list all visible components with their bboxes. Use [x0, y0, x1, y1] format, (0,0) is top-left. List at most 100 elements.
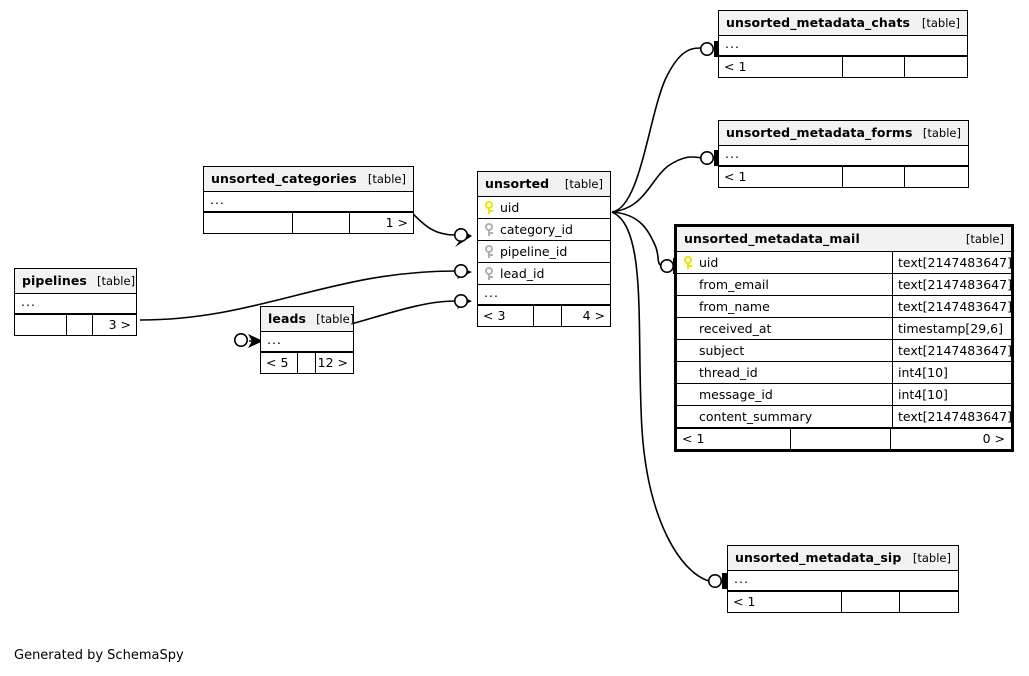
table-tag: [table] [96, 274, 136, 288]
table-footer-unsorted: < 3 4 > [478, 305, 610, 326]
table-header-unsorted-metadata-mail: unsorted_metadata_mail [table] [677, 227, 1011, 252]
columns-ellipsis: ... [734, 571, 749, 586]
table-unsorted[interactable]: unsorted [table] uid category_id pipelin… [477, 171, 611, 327]
column-cell: subject [677, 340, 892, 361]
table-tag: [table] [965, 232, 1004, 246]
column-cell: thread_id [677, 362, 892, 383]
table-row: ... [719, 36, 967, 56]
table-tag: [table] [912, 551, 951, 565]
table-title: unsorted_metadata_sip [735, 550, 902, 565]
table-row: subject text[2147483647] [677, 340, 1012, 362]
table-unsorted-metadata-mail[interactable]: unsorted_metadata_mail [table] uid text[… [674, 224, 1014, 452]
column-cell: content_summary [677, 406, 892, 427]
columns-ellipsis: ... [267, 332, 282, 347]
footer-mid [842, 57, 904, 77]
table-unsorted-metadata-chats[interactable]: unsorted_metadata_chats [table] ... < 1 [718, 10, 968, 78]
foreign-key-icon [484, 223, 494, 236]
column-cell: uid [478, 197, 610, 218]
footer-child-count [899, 592, 958, 612]
column-name: lead_id [500, 266, 545, 281]
column-name: from_name [699, 299, 770, 314]
footer-mid [533, 306, 561, 326]
footer-child-count: 3 > [91, 315, 136, 335]
column-type: text[2147483647] [892, 340, 1012, 361]
foreign-key-icon [484, 245, 494, 258]
footer-parent-count: < 1 [724, 59, 747, 74]
table-row: category_id [478, 219, 610, 241]
crowsfoot-pipelines [457, 266, 472, 279]
table-header-unsorted-metadata-chats: unsorted_metadata_chats [table] [719, 11, 967, 36]
table-row: uid [478, 197, 610, 219]
column-name: received_at [699, 321, 772, 336]
edge-unsorted-categories [410, 211, 456, 236]
edge-unsorted-mail [611, 211, 663, 267]
zero-marker-categories [453, 228, 468, 243]
table-footer-pipelines: 3 > [15, 314, 136, 335]
table-row: pipeline_id [478, 241, 610, 263]
columns-ellipsis: ... [725, 146, 740, 161]
edge-unsorted-forms [611, 156, 703, 213]
table-row: received_at timestamp[29,6] [677, 318, 1011, 340]
table-row: thread_id int4[10] [677, 362, 1011, 384]
column-type: timestamp[29,6] [892, 318, 1011, 339]
table-unsorted-metadata-sip[interactable]: unsorted_metadata_sip [table] ... < 1 [727, 545, 959, 613]
columns-ellipsis: ... [21, 294, 36, 309]
table-title: unsorted_metadata_forms [726, 125, 913, 140]
column-cell: lead_id [478, 263, 610, 284]
table-title: unsorted_metadata_chats [726, 15, 911, 30]
table-title: unsorted [485, 176, 550, 191]
table-row: message_id int4[10] [677, 384, 1011, 406]
table-pipelines[interactable]: pipelines [table] ... 3 > [14, 268, 137, 336]
column-cell: message_id [677, 384, 892, 405]
footer-mid [841, 592, 899, 612]
column-name: uid [500, 200, 520, 215]
column-cell: received_at [677, 318, 892, 339]
column-type: text[2147483647] [892, 274, 1012, 295]
footer-child-count [904, 57, 967, 77]
table-header-unsorted: unsorted [table] [478, 172, 610, 197]
column-cell: uid [677, 252, 892, 273]
table-row: uid text[2147483647] [677, 252, 1012, 274]
footer-child-count: 4 > [561, 306, 610, 326]
table-title: unsorted_metadata_mail [684, 231, 860, 246]
table-unsorted-metadata-forms[interactable]: unsorted_metadata_forms [table] ... < 1 [718, 120, 969, 188]
table-unsorted-categories[interactable]: unsorted_categories [table] ... 1 > [203, 166, 414, 234]
footer-child-count: 12 > [315, 353, 353, 373]
column-cell: pipeline_id [478, 241, 610, 262]
column-name: message_id [699, 387, 773, 402]
table-leads[interactable]: leads [table] ... < 5 12 > [260, 306, 354, 374]
table-footer-unsorted-categories: 1 > [204, 212, 413, 233]
crowsfoot-categories [455, 228, 472, 247]
table-row: ... [204, 192, 413, 212]
footer-parent-count [204, 213, 292, 233]
table-header-unsorted-metadata-forms: unsorted_metadata_forms [table] [719, 121, 968, 146]
columns-ellipsis: ... [725, 36, 740, 51]
primary-key-icon [484, 201, 494, 214]
footer-parent-count [15, 315, 66, 335]
table-row: content_summary text[2147483647] [677, 406, 1012, 428]
footer-parent-count: < 1 [733, 594, 756, 609]
table-tag: [table] [564, 177, 603, 191]
table-row: ... [478, 285, 610, 305]
zero-marker-sip [707, 573, 722, 588]
table-tag: [table] [922, 126, 961, 140]
footer-parent-count: < 1 [682, 431, 705, 446]
crowsfoot-leads [457, 295, 472, 309]
generated-by-caption: Generated by SchemaSpy [14, 648, 184, 663]
columns-ellipsis: ... [210, 192, 225, 207]
footer-child-count: 0 > [890, 429, 1010, 449]
table-tag: [table] [316, 312, 355, 326]
table-header-unsorted-metadata-sip: unsorted_metadata_sip [table] [728, 546, 958, 571]
footer-mid [292, 213, 349, 233]
column-type: text[2147483647] [892, 296, 1012, 317]
zero-marker-forms [699, 151, 714, 166]
columns-ellipsis: ... [484, 285, 499, 300]
table-row: ... [719, 146, 968, 166]
table-row: ... [15, 294, 136, 314]
table-row: lead_id [478, 263, 610, 285]
edge-unsorted-chats [611, 47, 703, 213]
footer-child-count [904, 167, 968, 187]
table-tag: [table] [921, 16, 960, 30]
footer-child-count: 1 > [349, 213, 413, 233]
